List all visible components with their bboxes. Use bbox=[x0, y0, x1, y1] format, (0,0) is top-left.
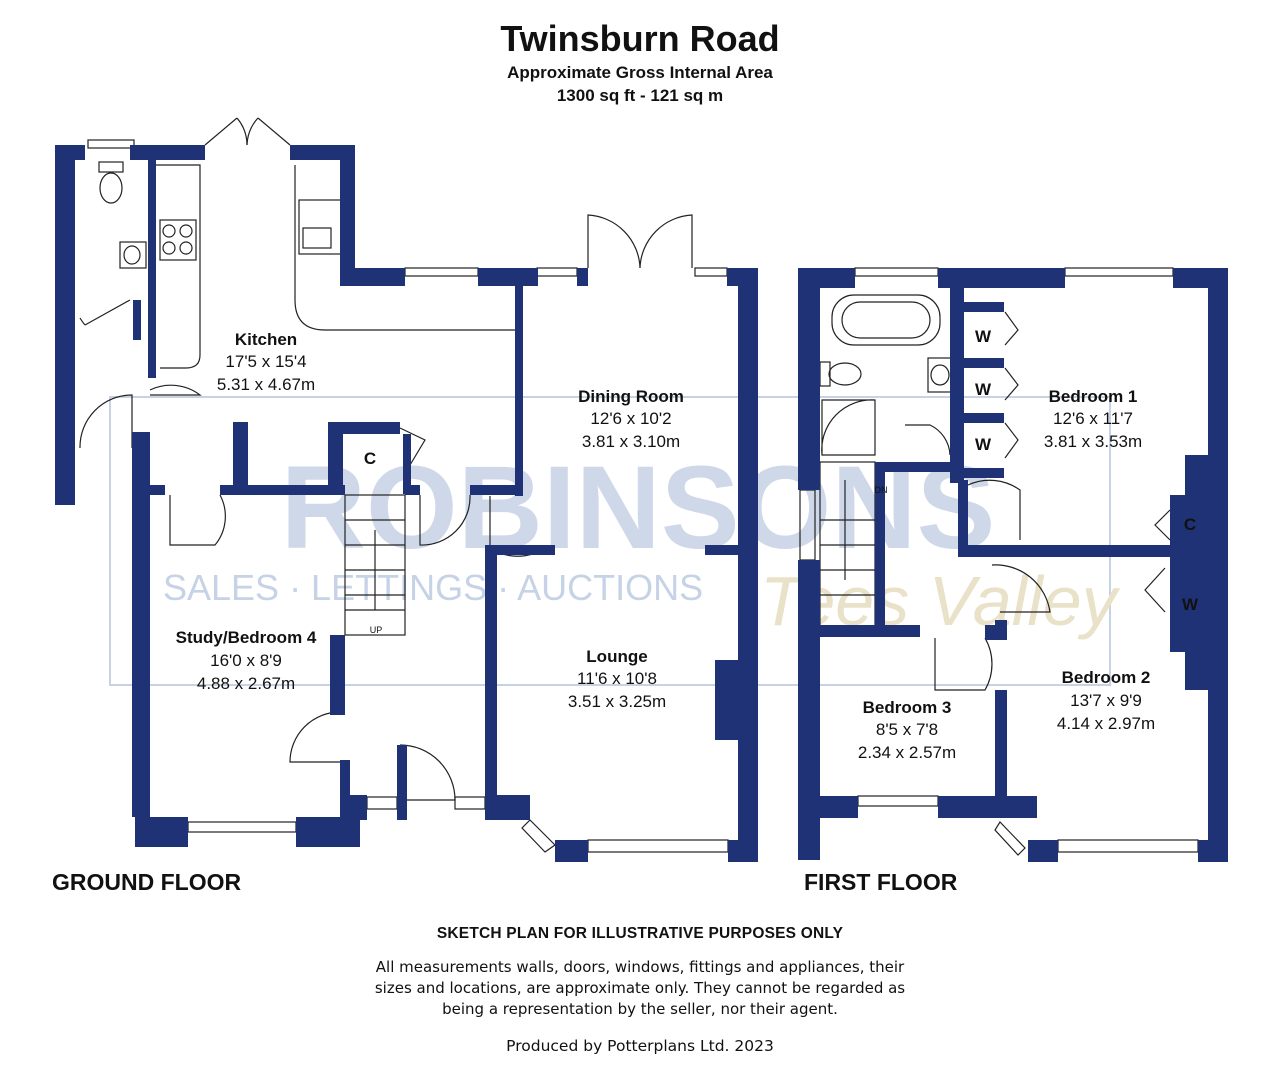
room-name-bedroom-3: Bedroom 3 bbox=[863, 698, 952, 717]
disclaimer-text: All measurements walls, doors, windows, … bbox=[0, 957, 1280, 1020]
room-metric-bedroom-2: 4.14 x 2.97m bbox=[1057, 714, 1155, 733]
room-metric-study: 4.88 x 2.67m bbox=[197, 674, 295, 693]
stairs-down-mark: DN bbox=[875, 485, 888, 495]
wardrobe-mark-3: W bbox=[975, 435, 992, 454]
room-metric-dining-room: 3.81 x 3.10m bbox=[582, 432, 680, 451]
room-metric-bedroom-1: 3.81 x 3.53m bbox=[1044, 432, 1142, 451]
first-floor-label: FIRST FLOOR bbox=[804, 869, 958, 895]
disclaimer-line-2: sizes and locations, are approximate onl… bbox=[374, 979, 906, 997]
ground-floor-plan: Kitchen 17'5 x 15'4 5.31 x 4.67m Dining … bbox=[55, 117, 758, 862]
plan-title: Twinsburn Road bbox=[500, 18, 780, 59]
ground-floor-label: GROUND FLOOR bbox=[52, 869, 242, 895]
cupboard-mark-first: C bbox=[1184, 515, 1196, 534]
room-name-kitchen: Kitchen bbox=[235, 330, 297, 349]
room-name-bedroom-2: Bedroom 2 bbox=[1062, 668, 1151, 687]
room-imperial-dining-room: 12'6 x 10'2 bbox=[590, 409, 671, 428]
disclaimer-title: SKETCH PLAN FOR ILLUSTRATIVE PURPOSES ON… bbox=[436, 925, 844, 942]
floor-plan-drawing: ROBINSONS SALES · LETTINGS · AUCTIONS Te… bbox=[55, 117, 1228, 862]
room-imperial-bedroom-1: 12'6 x 11'7 bbox=[1053, 409, 1133, 428]
watermark-brand: ROBINSONS bbox=[281, 442, 996, 574]
room-imperial-kitchen: 17'5 x 15'4 bbox=[225, 352, 306, 371]
disclaimer-line-3: being a representation by the seller, no… bbox=[442, 1000, 838, 1018]
room-metric-lounge: 3.51 x 3.25m bbox=[568, 692, 666, 711]
wardrobe-mark-2: W bbox=[975, 380, 992, 399]
area-label: Approximate Gross Internal Area bbox=[507, 63, 773, 82]
room-metric-bedroom-3: 2.34 x 2.57m bbox=[858, 743, 956, 762]
room-imperial-lounge: 11'6 x 10'8 bbox=[577, 669, 657, 688]
room-name-dining-room: Dining Room bbox=[578, 387, 684, 406]
room-metric-kitchen: 5.31 x 4.67m bbox=[217, 375, 315, 394]
area-value: 1300 sq ft - 121 sq m bbox=[556, 86, 724, 105]
room-name-bedroom-1: Bedroom 1 bbox=[1049, 387, 1138, 406]
disclaimer-line-1: All measurements walls, doors, windows, … bbox=[375, 958, 905, 976]
room-name-study: Study/Bedroom 4 bbox=[176, 628, 317, 647]
cupboard-mark: C bbox=[364, 449, 376, 468]
wardrobe-mark-1: W bbox=[975, 327, 992, 346]
room-imperial-bedroom-3: 8'5 x 7'8 bbox=[876, 720, 938, 739]
room-imperial-study: 16'0 x 8'9 bbox=[210, 651, 282, 670]
stairs-up-mark: UP bbox=[370, 625, 383, 635]
room-name-lounge: Lounge bbox=[586, 647, 647, 666]
producer-credit: Produced by Potterplans Ltd. 2023 bbox=[506, 1037, 774, 1055]
wardrobe-mark-4: W bbox=[1182, 595, 1199, 614]
room-imperial-bedroom-2: 13'7 x 9'9 bbox=[1070, 691, 1142, 710]
first-floor-plan: Bedroom 1 12'6 x 11'7 3.81 x 3.53m Bedro… bbox=[798, 267, 1228, 862]
watermark-tagline: SALES · LETTINGS · AUCTIONS bbox=[163, 567, 703, 608]
